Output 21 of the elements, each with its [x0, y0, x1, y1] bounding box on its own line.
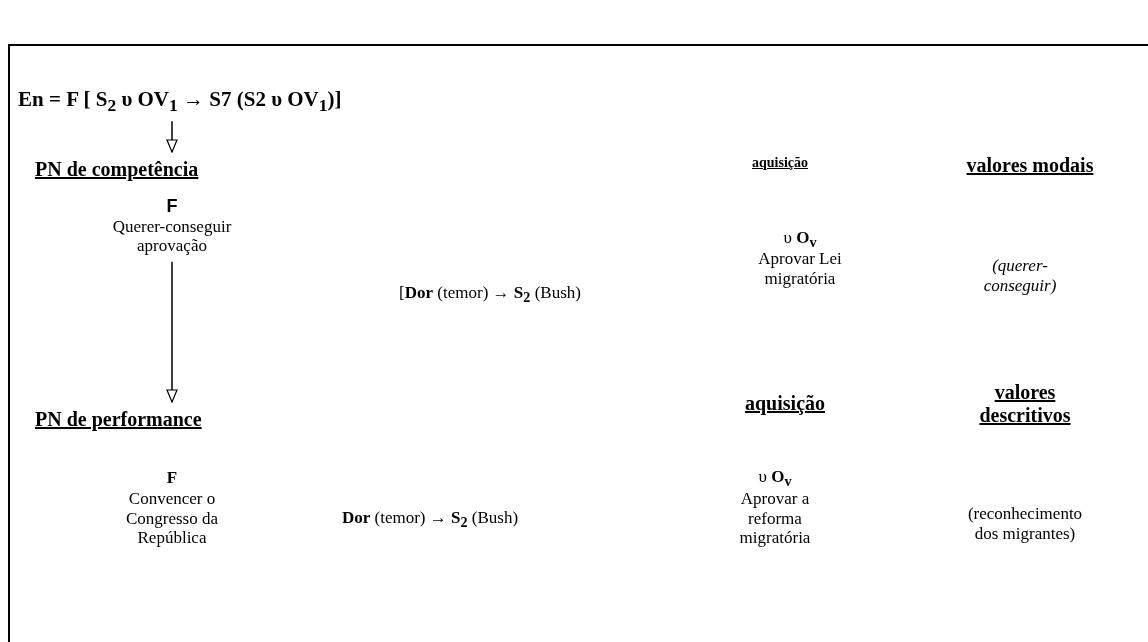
down-arrow — [166, 120, 178, 153]
symbol-label: υ O$_{v}$ — [782, 228, 818, 251]
column-heading: valores descritivos — [978, 381, 1072, 427]
symbol-label: F — [165, 468, 179, 488]
value-text: Aprovar Lei migratória — [757, 249, 843, 289]
symbol-label: F — [165, 196, 179, 217]
symbol-label: υ O$_{v}$ — [757, 467, 793, 490]
column-heading: aquisição — [744, 392, 826, 415]
value-text: (reconhecimento dos migrantes) — [966, 504, 1084, 544]
value-text: Convencer o Congresso da República — [124, 489, 220, 548]
node-text: Querer-conseguir aprovação — [111, 216, 233, 256]
value-text: (querer- conseguir) — [982, 256, 1058, 296]
value-text: Aprovar a reforma migratória — [738, 489, 812, 548]
formula-text: Dor (temor) → S$_{2}$ (Bush) — [340, 508, 520, 531]
column-heading: aquisição — [751, 155, 809, 172]
column-heading: valores modais — [965, 154, 1095, 177]
formula-text: En = F [ S$_{2}$ υ OV$_{1}$ → S7 (S2 υ OV$_{1}$)] — [18, 87, 342, 116]
formula-text: [Dor (temor) → S$_{2}$ (Bush) — [398, 283, 582, 306]
section-heading: PN de performance — [35, 408, 202, 431]
section-heading: PN de competência — [35, 158, 199, 181]
down-arrow — [166, 261, 178, 403]
